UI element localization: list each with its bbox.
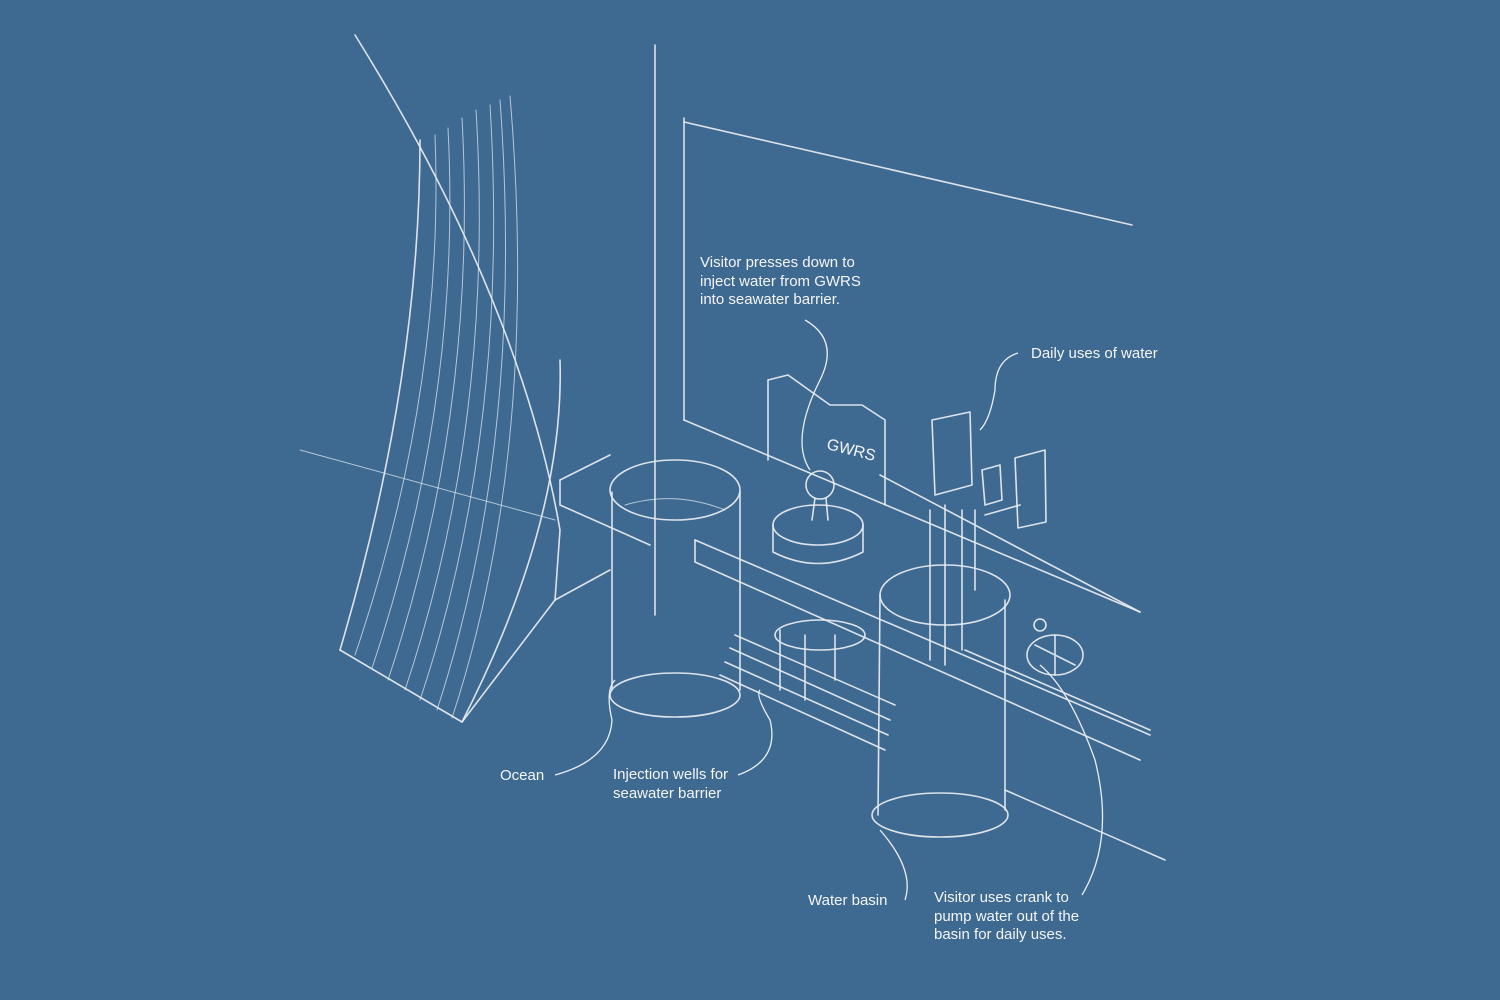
counter: [554, 454, 1166, 861]
label-visitor-crank: Visitor uses crank to pump water out of …: [934, 889, 1080, 943]
crank-wheel: [1026, 618, 1084, 676]
label-water-basin: Water basin: [808, 892, 888, 909]
water-basin: [871, 504, 1021, 838]
label-injection-wells: Injection wells for seawater barrier: [613, 766, 729, 802]
label-daily-uses: Daily uses of water: [1031, 345, 1158, 362]
label-visitor-presses: Visitor presses down to inject water fro…: [700, 254, 861, 308]
injection-pipes: [719, 619, 896, 751]
gwrs-plunger: [767, 374, 886, 565]
leader-lines: [554, 319, 1104, 901]
ocean-wave-wall: [339, 34, 562, 723]
daily-use-signs: [931, 411, 1047, 529]
label-ocean: Ocean: [500, 767, 545, 784]
ocean-cylinder: [609, 459, 741, 718]
back-walls: [299, 44, 1141, 616]
